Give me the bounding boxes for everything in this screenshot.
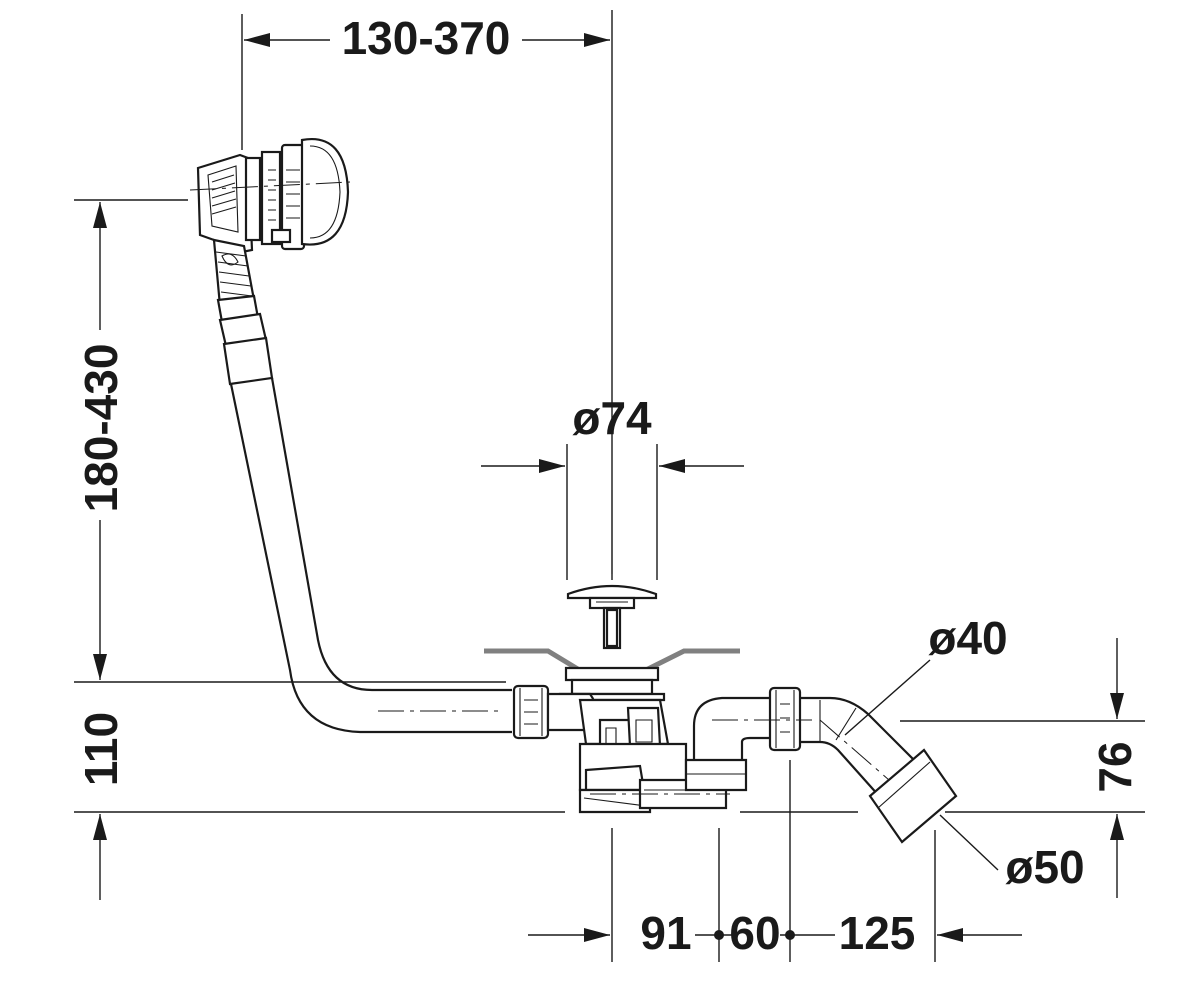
dimension-trap-height: 110 [74, 681, 858, 900]
dimension-overflow-offset: 130-370 [241, 10, 613, 580]
dimension-outlet-inner-diameter: ø40 [844, 612, 1008, 736]
dimension-label-outlet-outer-diameter: ø50 [1005, 841, 1084, 893]
dimension-label-trap-height: 110 [75, 712, 127, 786]
dimension-overflow-height: 180-430 [74, 199, 188, 680]
dimension-label-spacing-1: 91 [640, 907, 691, 959]
outlet-bend [800, 696, 958, 844]
dimension-label-outlet-inner-diameter: ø40 [928, 612, 1007, 664]
plug-stopper [566, 490, 658, 650]
overflow-head-assembly [189, 137, 351, 324]
dimension-outlet-outer-diameter: ø50 [939, 814, 1085, 893]
dimension-waste-diameter: ø74 [481, 392, 744, 580]
dimension-label-spacing-3: 125 [839, 907, 916, 959]
waste-trap-body [512, 666, 812, 814]
overflow-hose [218, 312, 512, 734]
dimension-label-overflow-offset: 130-370 [342, 12, 511, 64]
dimension-label-spacing-2: 60 [729, 907, 780, 959]
dimension-label-waste-diameter: ø74 [572, 392, 652, 444]
dimension-bottom-spacing: 91 60 125 [528, 760, 1022, 962]
dimension-outlet-height: 76 [900, 638, 1145, 898]
dimension-label-overflow-height: 180-430 [75, 344, 127, 513]
dimension-label-outlet-height: 76 [1089, 741, 1141, 792]
